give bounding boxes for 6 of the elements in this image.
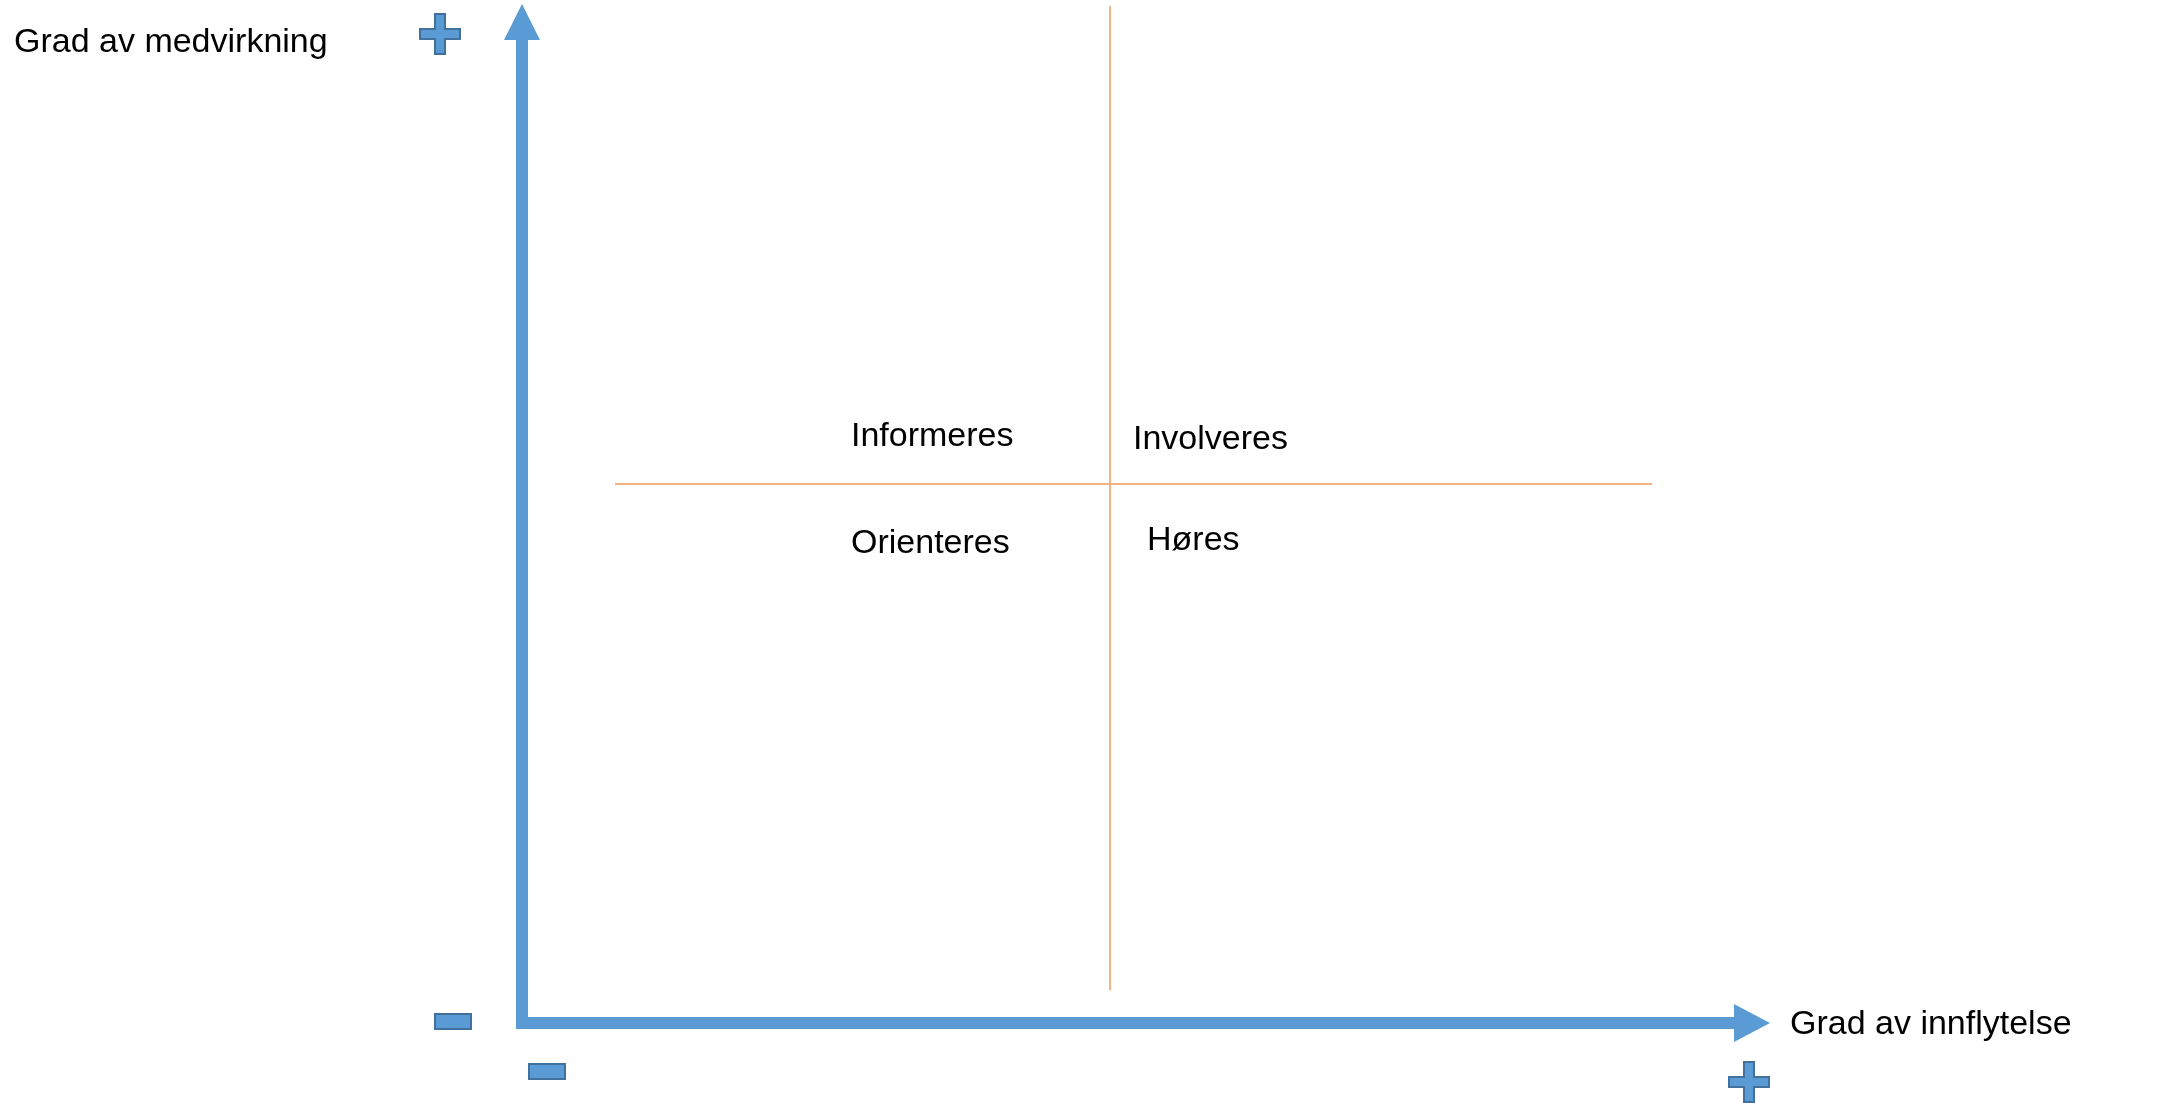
quadrant-label: Høres (1147, 520, 1240, 558)
axis-label: Grad av innflytelse (1790, 1004, 2072, 1042)
quadrant-label: Informeres (851, 416, 1014, 454)
axis-label: Grad av medvirkning (14, 22, 328, 60)
quadrant-label: Orienteres (851, 523, 1010, 561)
quadrant-label: Involveres (1133, 419, 1288, 457)
